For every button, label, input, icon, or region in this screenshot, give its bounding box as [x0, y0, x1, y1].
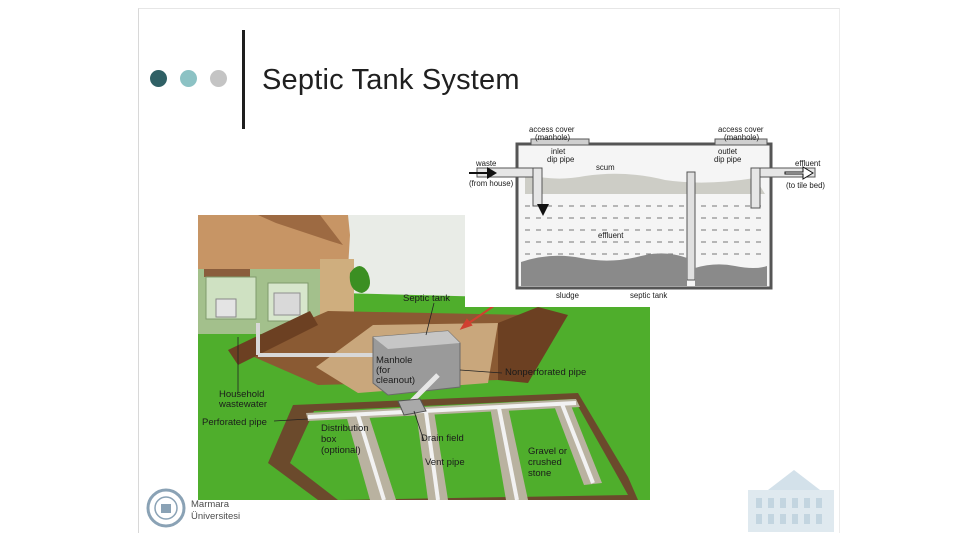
dot-dark	[150, 70, 167, 87]
xs-from-house: (from house)	[469, 180, 513, 188]
label-drain-field: Drain field	[421, 434, 464, 444]
university-logo	[146, 488, 186, 533]
title-divider	[242, 30, 245, 129]
dot-gray	[210, 70, 227, 87]
label-manhole-3: cleanout)	[376, 376, 415, 386]
xs-effluent-out: effluent	[795, 160, 820, 168]
university-seal-icon	[146, 488, 186, 528]
xs-access-cover-right-2: (manhole)	[724, 134, 759, 142]
label-perforated-pipe: Perforated pipe	[202, 418, 267, 428]
xs-inlet-2: dip pipe	[547, 156, 574, 164]
slide-title: Septic Tank System	[262, 64, 520, 97]
xs-effluent-in: effluent	[598, 232, 623, 240]
label-gravel-2: crushed	[528, 458, 562, 468]
building-watermark	[738, 462, 838, 537]
label-gravel-1: Gravel or	[528, 447, 567, 457]
label-septic-tank: Septic tank	[403, 294, 450, 304]
xs-sludge: sludge	[556, 292, 579, 300]
label-vent-pipe: Vent pipe	[425, 458, 465, 468]
label-nonperforated-pipe: Nonperforated pipe	[505, 368, 586, 378]
logo-text-line2: Üniversitesi	[191, 512, 240, 522]
xs-outlet-2: dip pipe	[714, 156, 741, 164]
label-distribution-box-3: (optional)	[321, 446, 361, 456]
septic-tank-cross-section	[465, 122, 835, 307]
xs-scum: scum	[596, 164, 615, 172]
label-household-2: wastewater	[219, 400, 267, 410]
label-gravel-3: stone	[528, 469, 551, 479]
dot-teal	[180, 70, 197, 87]
logo-text-line1: Marmara	[191, 500, 229, 510]
xs-access-cover-left-2: (manhole)	[535, 134, 570, 142]
label-distribution-box-2: box	[321, 435, 336, 445]
xs-waste: waste	[476, 160, 496, 168]
label-distribution-box-1: Distribution	[321, 424, 369, 434]
xs-to-tile-bed: (to tile bed)	[786, 182, 825, 190]
xs-septic-tank: septic tank	[630, 292, 667, 300]
